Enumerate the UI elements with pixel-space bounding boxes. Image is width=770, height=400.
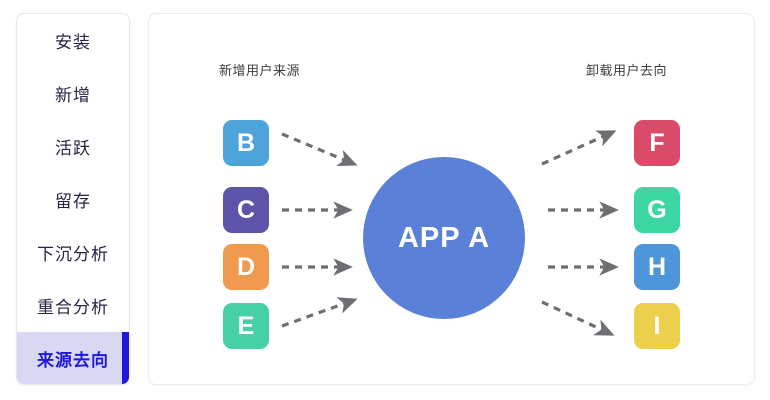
sidebar-item-sinking-analysis[interactable]: 下沉分析 — [17, 226, 129, 279]
sidebar-item-overlap-analysis[interactable]: 重合分析 — [17, 279, 129, 332]
sidebar-item-label: 下沉分析 — [37, 245, 109, 265]
arrow-e-to-app — [281, 297, 358, 328]
arrow-app-to-i — [541, 300, 615, 336]
sidebar-item-label: 安装 — [55, 33, 91, 53]
destination-node-g[interactable]: G — [634, 187, 680, 233]
app-a-label: APP A — [397, 221, 491, 254]
node-label: C — [236, 195, 256, 224]
sidebar-item-label: 留存 — [55, 192, 91, 212]
app-a-node[interactable]: APP A — [363, 157, 525, 319]
node-label: B — [236, 128, 256, 157]
node-label: F — [649, 128, 665, 157]
sidebar-item-retention[interactable]: 留存 — [17, 173, 129, 226]
node-label: H — [647, 252, 667, 281]
source-node-c[interactable]: C — [223, 187, 269, 233]
sidebar-item-source-destination[interactable]: 来源去向 — [17, 332, 129, 384]
sidebar-item-label: 重合分析 — [37, 298, 109, 318]
sidebar-item-label: 来源去向 — [37, 351, 109, 371]
arrow-b-to-app — [281, 132, 358, 166]
source-column-heading: 新增用户来源 — [219, 64, 301, 79]
flow-diagram-panel: 新增用户来源 卸载用户去向 B C D E — [148, 13, 755, 385]
source-node-d[interactable]: D — [223, 244, 269, 290]
source-node-b[interactable]: B — [223, 120, 269, 166]
arrow-app-to-f — [541, 130, 617, 166]
active-indicator-bar — [122, 332, 129, 384]
sidebar-item-active[interactable]: 活跃 — [17, 120, 129, 173]
sidebar-nav: 安装 新增 活跃 留存 下沉分析 重合分析 来源去向 — [16, 13, 130, 385]
sidebar-item-new-users[interactable]: 新增 — [17, 67, 129, 120]
sidebar-item-label: 新增 — [55, 86, 91, 106]
source-node-e[interactable]: E — [223, 303, 269, 349]
destination-node-i[interactable]: I — [634, 303, 680, 349]
node-label: E — [237, 311, 255, 340]
node-label: G — [647, 195, 667, 224]
node-label: I — [653, 311, 661, 340]
node-label: D — [236, 252, 256, 281]
sidebar-item-label: 活跃 — [55, 139, 91, 159]
destination-node-h[interactable]: H — [634, 244, 680, 290]
sidebar-item-install[interactable]: 安装 — [17, 14, 129, 67]
destination-node-f[interactable]: F — [634, 120, 680, 166]
destination-column-heading: 卸载用户去向 — [586, 64, 668, 79]
